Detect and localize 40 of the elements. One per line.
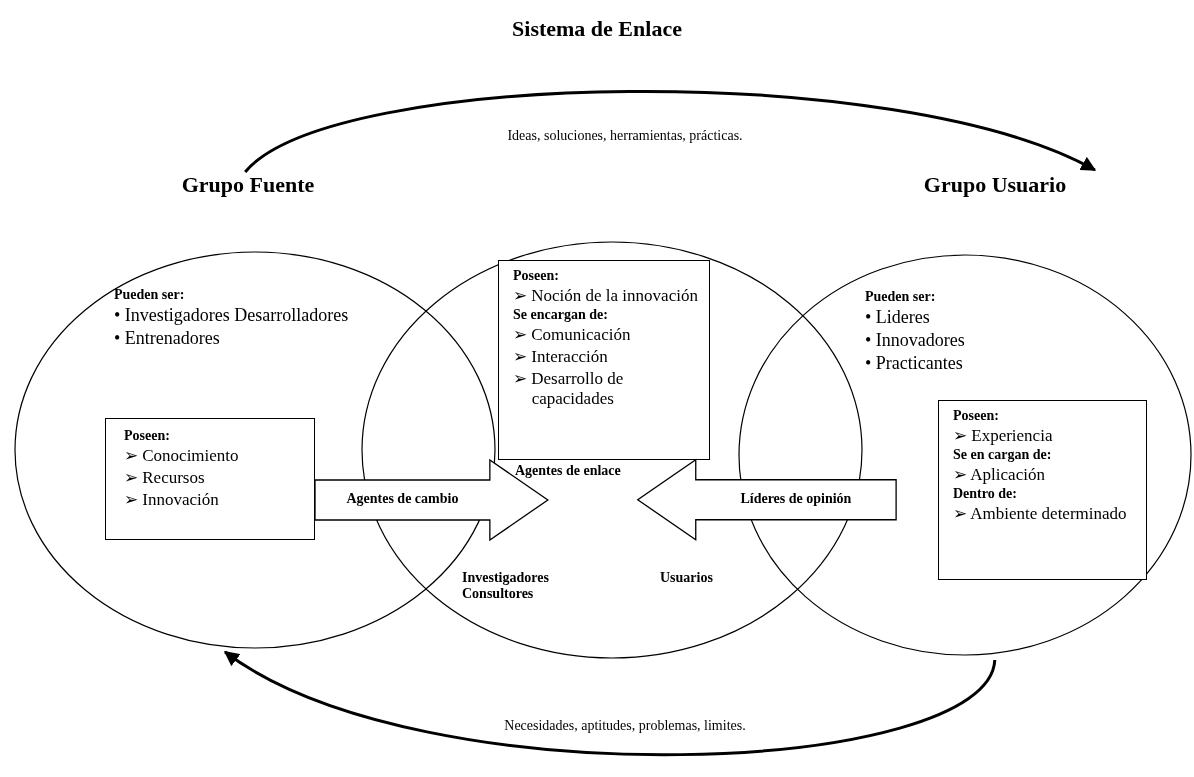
subheading: Se en cargan de: [953,447,1053,463]
list-item: • Investigadores Desarrolladores [114,305,350,326]
subheading: Pueden ser: [114,287,186,303]
list-item: • Practicantes [865,353,964,374]
subheading: Agentes de enlace [515,463,622,479]
list-item: ➢ Desarrollo de capacidades [513,368,625,409]
subheading: Se encargan de: [513,307,609,323]
list-item: ➢ Interacción [513,346,609,367]
block-arrow [636,458,897,541]
list-item: ➢ Innovación [124,489,220,510]
block-arrow [314,458,549,542]
list-item: ➢ Recursos [124,467,206,488]
note-label: Usuarios [660,570,714,586]
list-item: ➢ Comunicación [513,324,632,345]
subheading: Poseen: [513,268,560,284]
group-heading: Grupo Fuente [180,172,316,198]
subheading: Pueden ser: [865,289,937,305]
subheading: Poseen: [953,408,1000,424]
arrow-label: Líderes de opinión [739,490,853,507]
list-item: ➢ Ambiente determinado [953,503,1128,524]
text-box [938,400,1147,580]
arrow-label: Agentes de cambio [345,490,460,507]
subheading: Dentro de: [953,486,1018,502]
list-item: • Lideres [865,307,931,328]
subheading: Poseen: [124,428,171,444]
list-item: • Entrenadores [114,328,221,349]
text-box [105,418,315,540]
list-item: ➢ Noción de la innovación [513,285,699,306]
list-item: ➢ Conocimiento [124,445,240,466]
curved-arrow [223,650,997,757]
diagram-title: Sistema de Enlace [511,16,683,42]
list-item: ➢ Experiencia [953,425,1054,446]
text-box [498,260,710,460]
edge-label: Necesidades, aptitudes, problemas, limites. [503,718,747,734]
note-label: Investigadores Consultores [462,570,550,602]
group-heading: Grupo Usuario [922,172,1068,198]
edge-label: Ideas, soluciones, herramientas, prácticas. [506,128,744,144]
list-item: • Innovadores [865,330,966,351]
curved-arrow [244,90,1097,174]
list-item: ➢ Aplicación [953,464,1046,485]
